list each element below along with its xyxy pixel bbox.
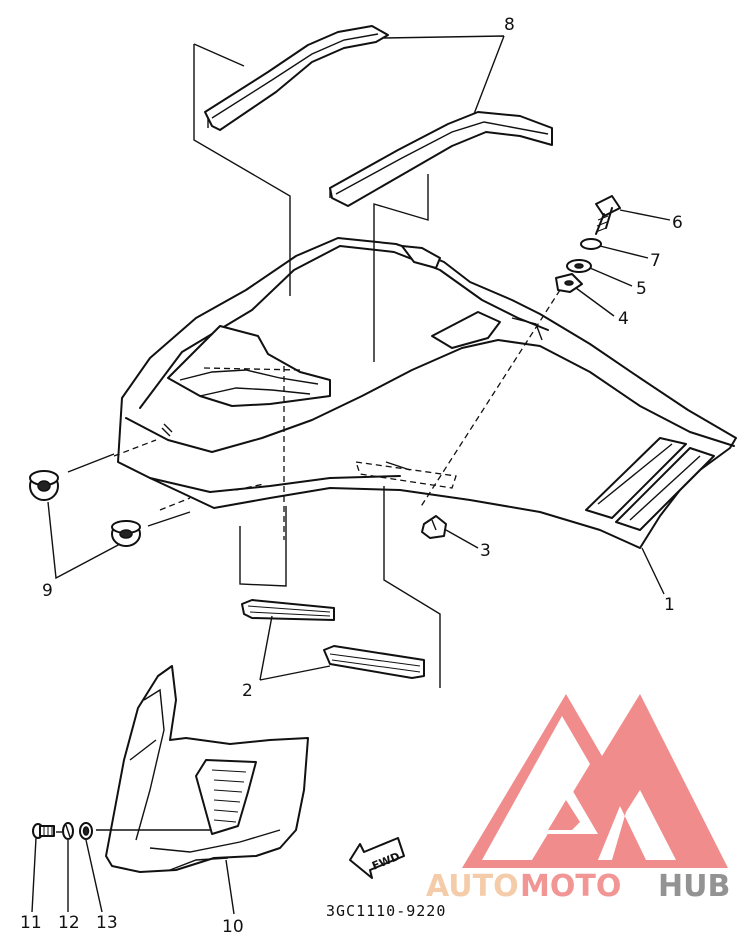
part-2-seal-strips [241,599,425,679]
leader-lines [31,35,671,915]
callout-numbers: 1 2 3 4 5 6 7 8 9 10 11 12 13 [20,15,683,937]
callout-4: 4 [618,309,629,329]
part-3-clip [421,515,447,539]
part-5-grommet [566,259,592,273]
part-9-damper-lower [111,520,141,547]
drawing-code: 3GC1110-9220 [326,902,446,920]
fwd-direction-arrow: FWD [349,837,405,879]
part-8-trim-strips [204,25,553,207]
callout-5: 5 [636,279,647,299]
callout-12: 12 [58,913,80,933]
callout-2: 2 [242,681,253,701]
callout-9: 9 [42,581,53,601]
part-10-under-cover [105,665,309,873]
fastener-axis [419,289,561,509]
callout-10: 10 [222,917,244,937]
watermark-hub: HUB [658,869,730,904]
watermark-auto: AUTO [426,869,519,904]
callout-8: 8 [504,15,515,35]
part-13-washer [79,822,93,840]
automotohub-watermark: AUTO MOTO HUB [426,694,730,904]
watermark-logo-icon [462,694,728,868]
callout-3: 3 [480,541,491,561]
part-11-bolt [32,823,55,839]
part-6-screw [595,195,621,235]
part-1-cowling [117,237,737,549]
part-7-washer [580,238,602,250]
callout-7: 7 [650,251,661,271]
callout-6: 6 [672,213,683,233]
alignment-lines [56,43,441,833]
watermark-moto: MOTO [520,869,621,904]
part-9-damper-upper [29,470,59,501]
callout-1: 1 [664,595,675,615]
callout-11: 11 [20,913,42,933]
part-12-spring-washer [62,822,74,840]
callout-13: 13 [96,913,118,933]
